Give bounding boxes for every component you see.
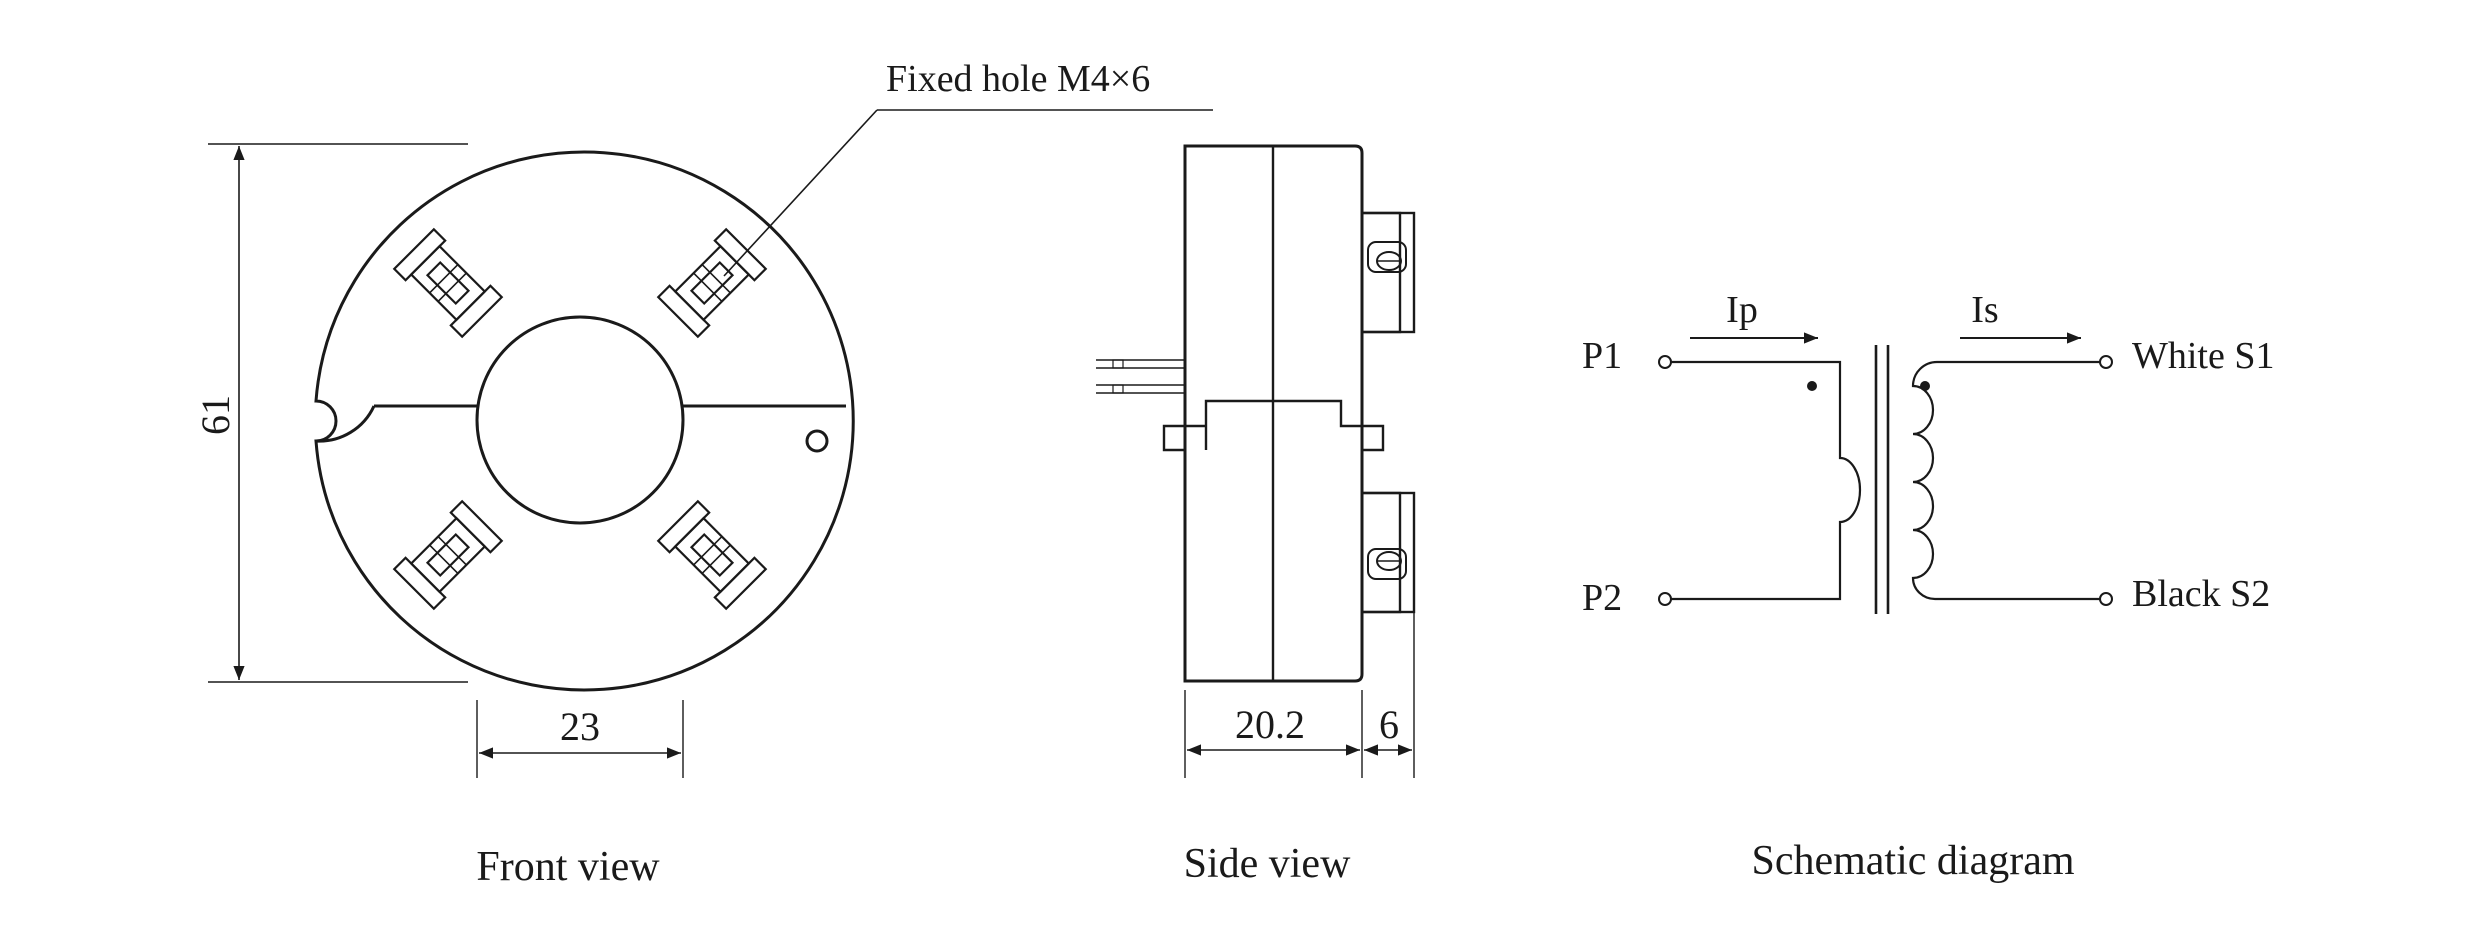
dim-6-label: 6 — [1379, 702, 1399, 747]
terminal-s1-label: White S1 — [2132, 335, 2274, 377]
terminal-s2 — [2099, 592, 2113, 606]
front-outer-ring — [314, 150, 855, 692]
side-ear-left — [1162, 424, 1185, 452]
terminal-p2-label: P2 — [1582, 577, 1622, 619]
terminal-s1 — [2099, 355, 2113, 369]
side-lead-wires — [1096, 359, 1185, 394]
front-view-caption: Front view — [476, 844, 660, 890]
side-ear-right — [1362, 424, 1385, 452]
side-terminal-top — [1360, 211, 1416, 334]
ip-label: Ip — [1726, 289, 1758, 331]
callout-leader — [723, 109, 878, 277]
front-center-hole — [475, 315, 685, 525]
primary-conductor — [1671, 360, 1862, 601]
schematic: P1 P2 White S1 Black S2 Ip Is Schematic … — [1582, 289, 2274, 884]
fixed-hole-clip-top-left — [393, 228, 503, 338]
terminal-p1 — [1658, 355, 1672, 369]
dim-61-label: 61 — [193, 395, 238, 435]
fixed-hole-clip-top-right — [657, 228, 767, 338]
side-body-outline — [1183, 144, 1364, 683]
terminal-s2-label: Black S2 — [2132, 573, 2270, 615]
schematic-caption: Schematic diagram — [1751, 838, 2074, 884]
fixed-hole-clip-bottom-left — [393, 500, 503, 610]
dim-23-label: 23 — [560, 704, 600, 749]
primary-polarity-dot — [1807, 381, 1817, 391]
side-split-joint — [1185, 399, 1362, 450]
dim-20-2-label: 20.2 — [1235, 702, 1305, 747]
terminal-p2 — [1658, 592, 1672, 606]
side-terminal-bottom — [1360, 491, 1416, 614]
side-view-caption: Side view — [1184, 841, 1351, 887]
side-view: 20.2 6 Side view — [1096, 144, 1416, 887]
front-pin-hole — [805, 429, 829, 453]
front-view: Fixed hole M4×6 61 23 Front view — [193, 58, 1213, 890]
secondary-coil — [1911, 360, 2100, 601]
secondary-polarity-dot — [1920, 381, 1930, 391]
terminal-p1-label: P1 — [1582, 335, 1622, 377]
front-notch — [315, 405, 376, 443]
callout-label: Fixed hole M4×6 — [886, 58, 1150, 100]
fixed-hole-clip-bottom-right — [657, 500, 767, 610]
is-label: Is — [1971, 289, 1998, 331]
